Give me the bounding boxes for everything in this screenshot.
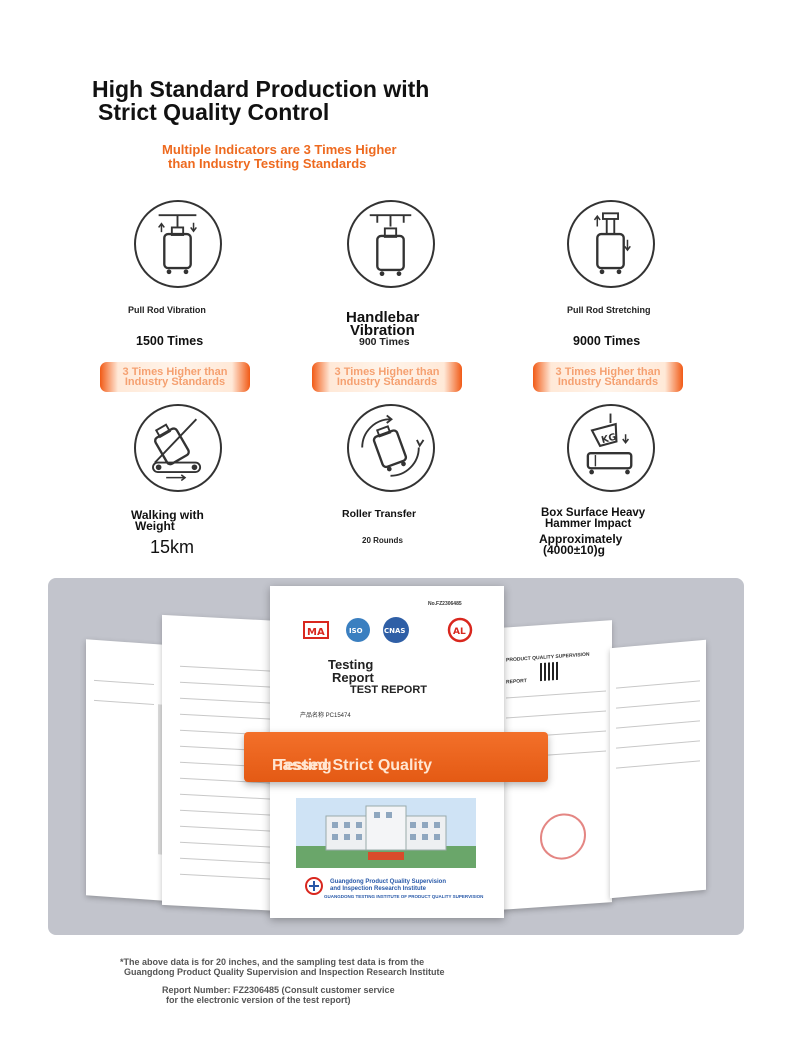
ilac-logo-icon: AL [447, 617, 473, 643]
higher-than-standard-badge: 3 Times Higher than Industry Standards [312, 362, 462, 392]
higher-than-standard-badge: 3 Times Higher than Industry Standards [100, 362, 250, 392]
hammer-impact-count-line2: (4000±10)g [543, 543, 605, 557]
table-rule [180, 665, 276, 672]
pull-rod-stretching-label: Pull Rod Stretching [567, 305, 651, 315]
iso-logo-icon: ISO [346, 618, 370, 642]
badge-text-line1: 3 Times Higher than [555, 366, 661, 378]
hammer-impact-label-line2: Hammer Impact [545, 518, 632, 530]
handlebar-vibration-label-line1: Handlebar [346, 309, 420, 326]
data-source-note-line1: *The above data is for 20 inches, and th… [120, 957, 425, 967]
pull-rod-stretching-count: 9000 Times [573, 334, 641, 348]
red-seal-stamp-icon [540, 811, 586, 862]
badge-text-line1: 3 Times Higher than [122, 366, 228, 378]
table-rule [180, 841, 276, 848]
page-title: High Standard Production with Strict Qua… [92, 78, 429, 124]
walking-with-weight-icon [134, 404, 222, 492]
pull-rod-vibration-icon [134, 200, 222, 288]
handlebar-vibration-label-line2: Vibration [350, 322, 415, 339]
institute-name-line2: and Inspection Research Institute [330, 886, 427, 892]
svg-text:AL: AL [453, 627, 466, 637]
institute-name-english: GUANGDONG TESTING INSTITUTE OF PRODUCT Q… [324, 894, 484, 899]
right-doc-label: REPORT [506, 678, 527, 686]
hammer-impact-icon: KG [567, 404, 655, 492]
cma-logo-icon: MA [303, 621, 329, 639]
table-rule [180, 809, 276, 816]
walking-with-weight-count: 15km [150, 537, 195, 557]
pull-rod-stretching-icon [567, 200, 655, 288]
report-page-far-left [86, 639, 164, 901]
title-line1: High Standard Production with [92, 76, 430, 102]
report-title-line2: Report [332, 670, 374, 685]
svg-text:ISO: ISO [349, 627, 363, 635]
report-number-note-line1: Report Number: FZ2306485 (Consult custom… [162, 985, 395, 995]
hammer-impact-label-line1: Box Surface Heavy [541, 507, 646, 519]
roller-transfer-label: Roller Transfer [342, 508, 417, 520]
subtitle-line1: Multiple Indicators are 3 Times Higher [162, 142, 397, 157]
walking-with-weight-label-line2: Weight [135, 519, 175, 533]
table-rule [180, 793, 276, 800]
report-title-english: TEST REPORT [350, 684, 428, 696]
table-rule [180, 713, 276, 720]
report-number: No.FZ2306485 [428, 601, 462, 607]
hammer-impact-label: Box Surface Heavy Hammer Impact [541, 507, 646, 530]
passed-banner-line1: Passed Strict Quality [272, 757, 433, 774]
walking-with-weight-label-line1: Walking with [131, 508, 204, 522]
roller-transfer-count: 20 Rounds [362, 536, 403, 545]
walking-with-weight-label: Walking with Weight [131, 508, 204, 533]
report-title: Testing Report [328, 658, 374, 684]
certification-logos: MA ISO CNAS AL [303, 617, 473, 643]
data-source-note: *The above data is for 20 inches, and th… [120, 957, 445, 977]
report-number-note-line2: for the electronic version of the test r… [166, 995, 351, 1005]
passed-banner-line2: Testing [276, 757, 332, 774]
svg-text:MA: MA [307, 627, 325, 638]
table-rule [180, 681, 276, 688]
table-rule [180, 825, 276, 832]
institute-name-line1: Guangdong Product Quality Supervision [330, 879, 447, 885]
higher-than-standard-badge: 3 Times Higher than Industry Standards [533, 362, 683, 392]
badge-text-line2: Industry Standards [336, 376, 438, 388]
passed-quality-banner: Passed Strict Quality Testing [244, 732, 548, 782]
page-subtitle: Multiple Indicators are 3 Times Higher t… [162, 143, 397, 171]
kg-weight-label: KG [600, 432, 618, 447]
badge-text-line2: Industry Standards [557, 376, 659, 388]
report-number-note: Report Number: FZ2306485 (Consult custom… [162, 985, 395, 1005]
badge-text-line2: Industry Standards [124, 376, 226, 388]
table-rule [180, 857, 276, 864]
table-rule [180, 697, 276, 704]
institute-name: Guangdong Product Quality Supervision an… [330, 879, 446, 893]
institute-building-icon [296, 798, 476, 868]
svg-text:CNAS: CNAS [384, 627, 405, 635]
handlebar-vibration-count: 900 Times [359, 336, 410, 348]
qr-code-icon [540, 661, 558, 682]
badge-text-line1: 3 Times Higher than [334, 366, 440, 378]
report-title-line1: Testing [328, 657, 374, 672]
report-page-far-right [610, 639, 706, 899]
data-source-note-line2: Guangdong Product Quality Supervision an… [124, 967, 445, 977]
cnas-logo-icon: CNAS [383, 617, 409, 643]
subtitle-line2: than Industry Testing Standards [168, 156, 367, 171]
institute-logo-icon [305, 877, 323, 895]
hammer-impact-count: Approximately (4000±10)g [539, 532, 623, 557]
handlebar-vibration-label: Handlebar Vibration [346, 309, 420, 339]
pull-rod-vibration-count: 1500 Times [136, 334, 204, 348]
pull-rod-vibration-label: Pull Rod Vibration [128, 305, 206, 315]
title-line2: Strict Quality Control [98, 99, 330, 125]
handlebar-vibration-icon [347, 200, 435, 288]
table-rule [180, 873, 276, 880]
roller-transfer-icon [347, 404, 435, 492]
hammer-impact-count-line1: Approximately [539, 532, 623, 546]
product-name: 产品名称 PC15474 [300, 713, 351, 719]
